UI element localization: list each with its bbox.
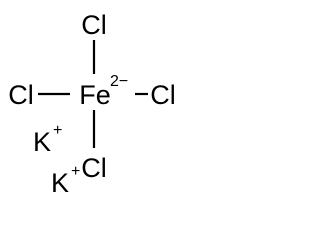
chlorine-left: Cl: [8, 80, 34, 110]
chlorine-top: Cl: [81, 10, 107, 40]
potassium-ion-1: K: [33, 127, 51, 157]
chlorine-bottom: Cl: [81, 153, 107, 183]
chlorine-right: Cl: [150, 80, 176, 110]
iron-charge: 2−: [110, 73, 128, 90]
iron-center: Fe: [79, 80, 111, 110]
potassium-ion-2-charge: +: [71, 163, 80, 180]
molecule-structure: Cl Cl Cl Cl Fe 2− K + K +: [8, 10, 176, 198]
potassium-ion-1-charge: +: [53, 122, 62, 139]
potassium-ion-2: K: [51, 168, 69, 198]
